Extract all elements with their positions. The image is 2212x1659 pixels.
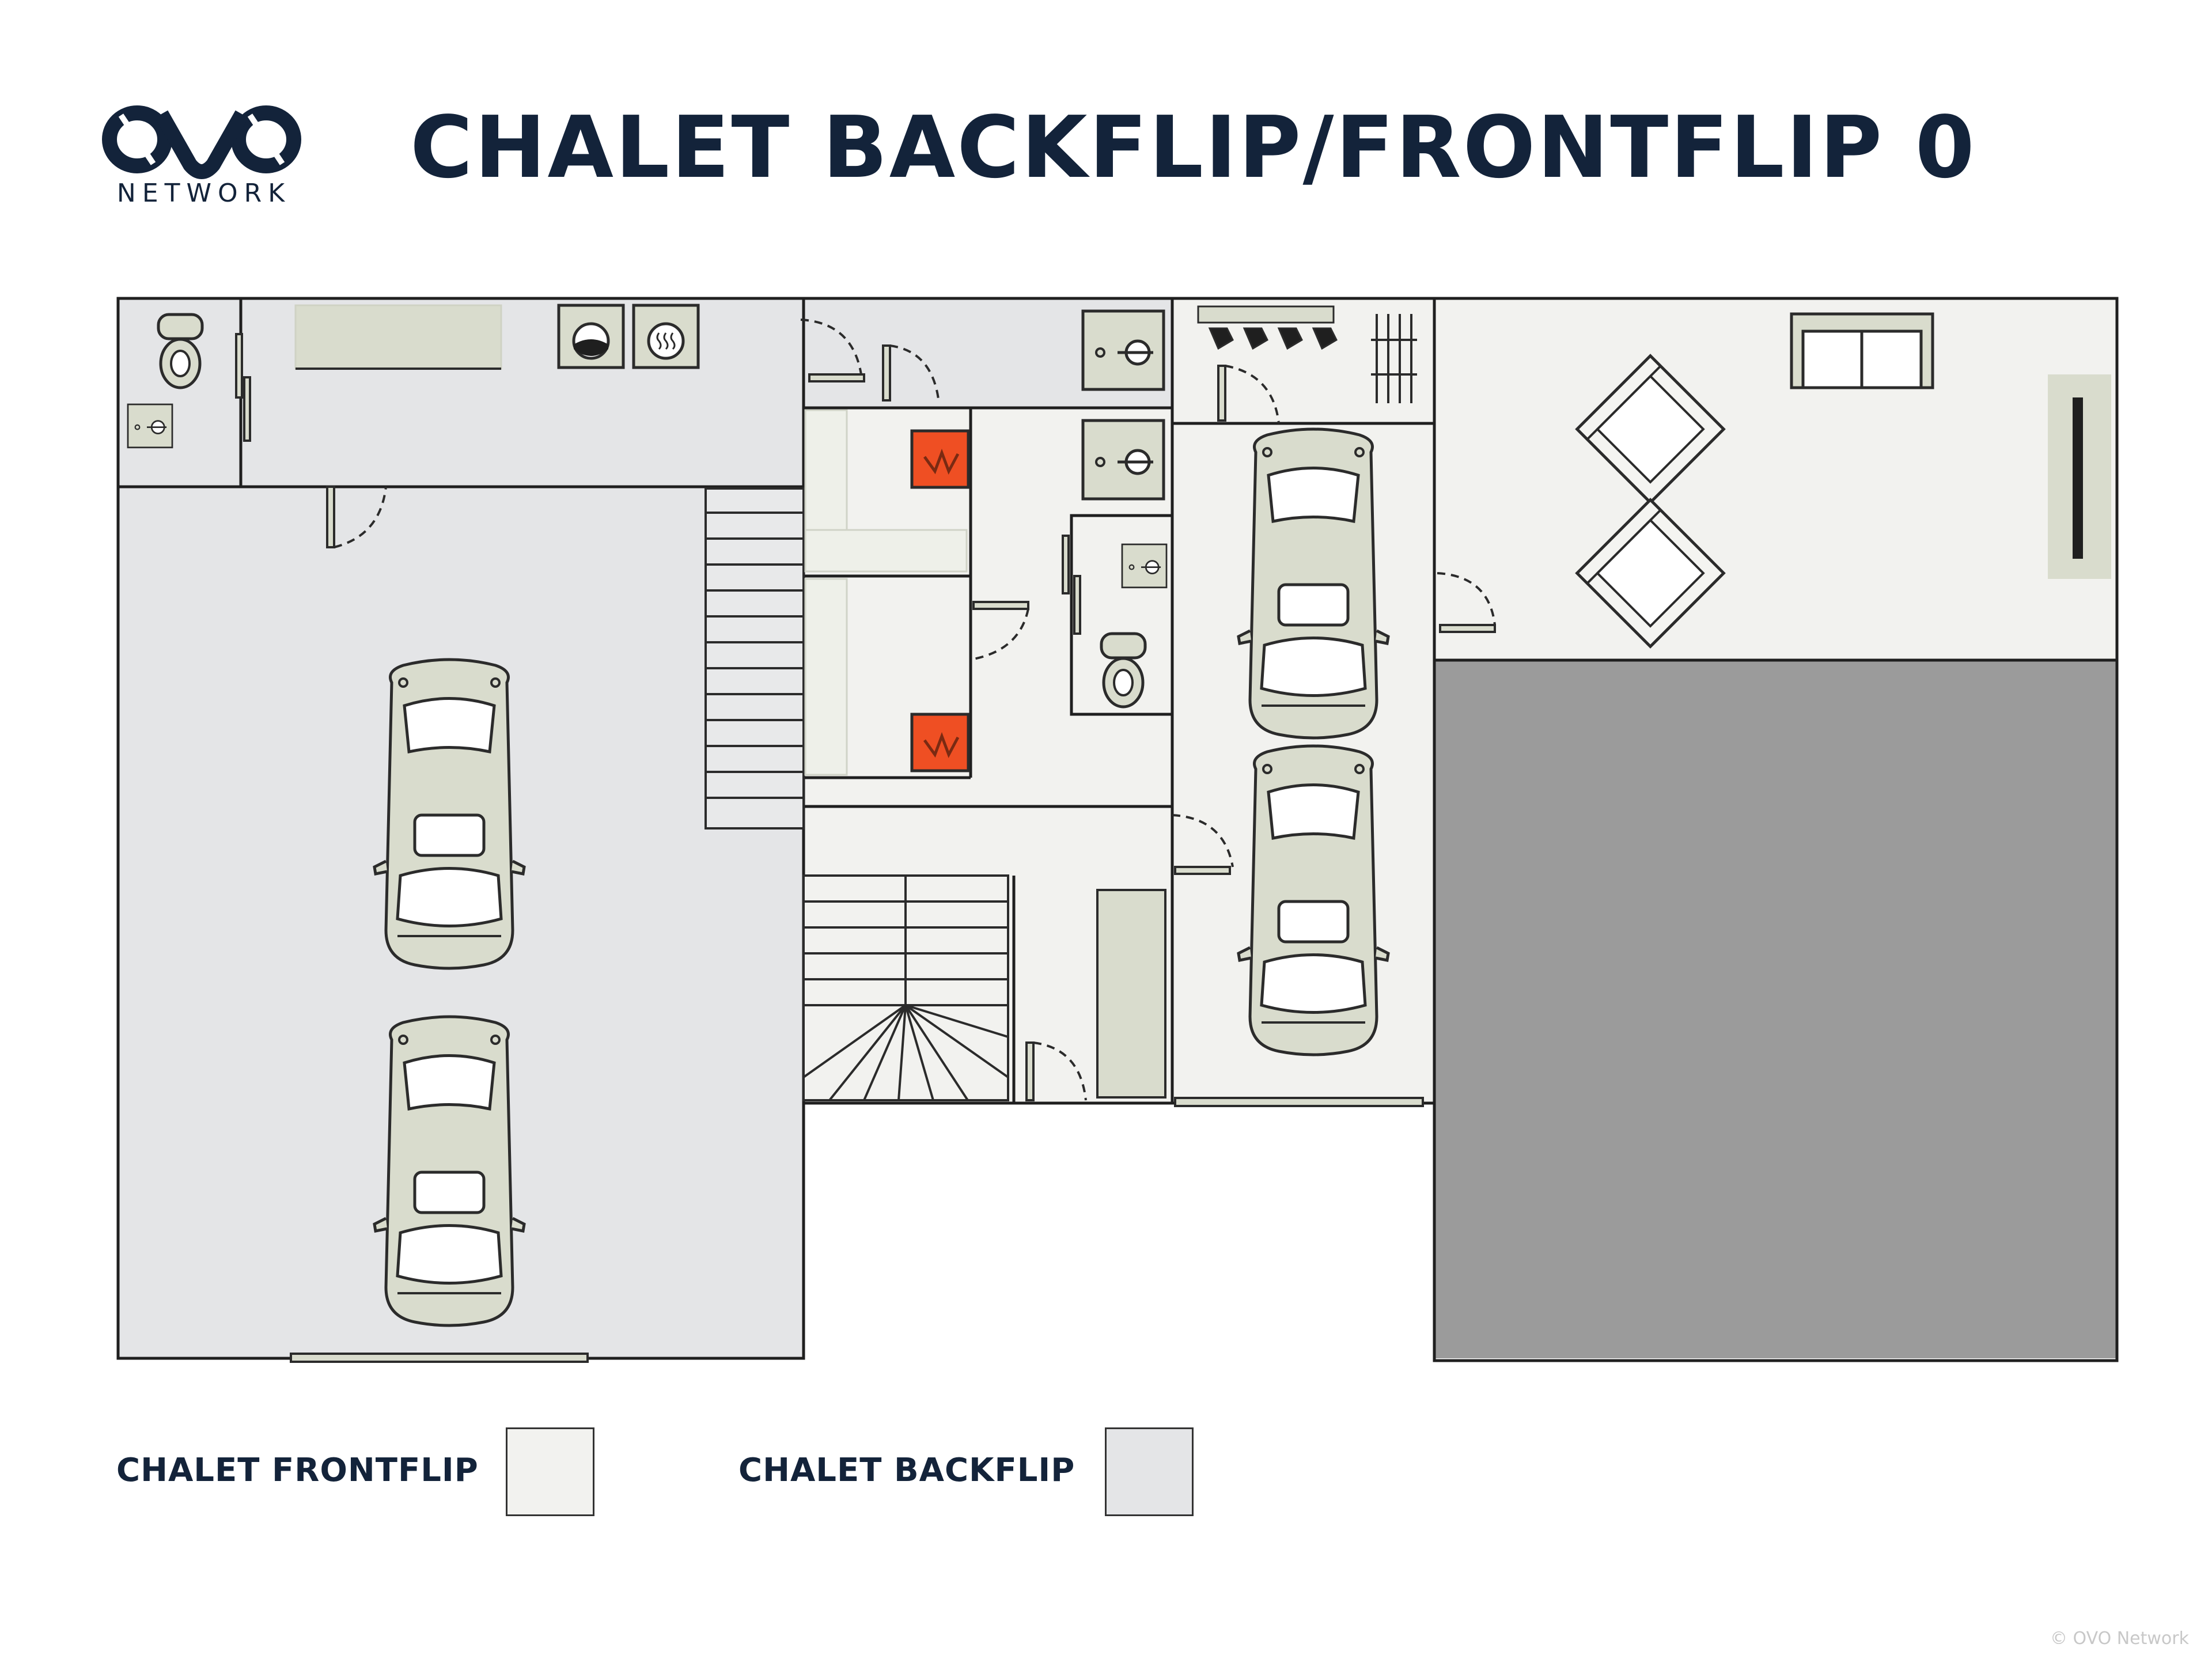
- ski-rack-icon: [1371, 314, 1417, 403]
- sink-icon: [1083, 421, 1164, 499]
- heater-icon: [912, 431, 968, 487]
- dryer-icon: [632, 304, 700, 369]
- sink-icon: [1121, 543, 1168, 589]
- stairs: [704, 487, 1009, 1101]
- copyright-notice: © OVO Network: [2050, 1628, 2189, 1649]
- heater-icon: [912, 714, 968, 771]
- legend-swatch-frontflip: [506, 1427, 594, 1516]
- toilet-icon: [158, 315, 202, 388]
- washing-machine-icon: [557, 304, 625, 369]
- legend-label: CHALET FRONTFLIP: [116, 1452, 479, 1489]
- car-icon: [374, 660, 524, 968]
- sauna-benches: [804, 409, 968, 776]
- ovo-logo-mark: [102, 105, 301, 179]
- logo-subtext: NETWORK: [116, 179, 291, 208]
- car-icon: [1238, 746, 1388, 1055]
- car-icon: [1238, 429, 1388, 738]
- sofa-icon: [1790, 312, 1934, 389]
- legend-swatch-backflip: [1105, 1427, 1194, 1516]
- ovo-network-logo: NETWORK: [98, 104, 305, 213]
- tv-icon: [2048, 374, 2111, 579]
- laundry-room: [294, 304, 700, 370]
- sink-icon: [127, 403, 173, 449]
- toilet-icon: [1101, 634, 1145, 707]
- ski-boot-rack-icon: [1197, 305, 1338, 350]
- car-icon: [374, 1017, 524, 1325]
- bench-icon: [1096, 889, 1166, 1099]
- sink-icon: [1083, 311, 1164, 389]
- exterior-terrace: [1434, 660, 2117, 1358]
- page-title: CHALET BACKFLIP/FRONTFLIP 0: [410, 98, 1976, 197]
- doors: [235, 319, 1496, 1363]
- legend-label: CHALET BACKFLIP: [738, 1452, 1075, 1489]
